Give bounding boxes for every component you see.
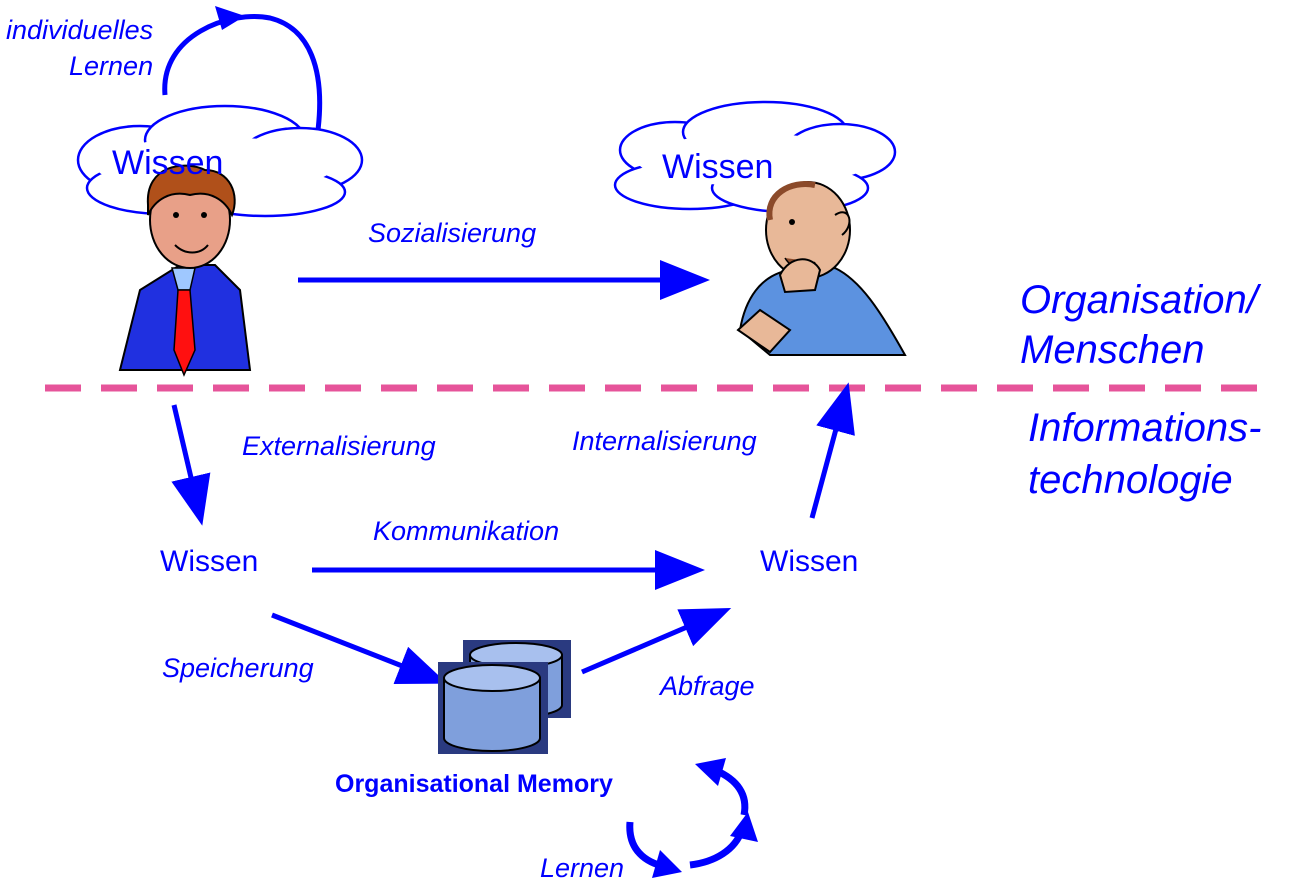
internalization-arrow — [809, 382, 855, 519]
thinking-man-icon — [736, 181, 907, 356]
memory-learning-arrow-1 — [626, 821, 664, 870]
cloud-right-label: Wissen — [662, 148, 774, 186]
query-arrow — [581, 608, 732, 675]
externalization-label: Externalisierung — [242, 431, 436, 461]
businessman-icon — [118, 164, 252, 377]
database-icon — [438, 640, 571, 754]
storage-arrow — [271, 612, 448, 685]
organisational-memory-label: Organisational Memory — [335, 770, 613, 798]
knowledge-left-label: Wissen — [160, 545, 259, 578]
organisation-people-label: Organisation/ Menschen — [1020, 278, 1258, 372]
socialization-label: Sozialisierung — [368, 218, 537, 248]
externalization-arrow — [171, 404, 211, 526]
knowledge-right-label: Wissen — [760, 545, 859, 578]
internalization-label: Internalisierung — [572, 426, 757, 456]
communication-label: Kommunikation — [373, 516, 560, 546]
cloud-left-label: Wissen — [112, 144, 224, 182]
learning-label: Lernen — [540, 853, 625, 883]
information-technology-label: Informations- technologie — [1028, 406, 1262, 502]
storage-label: Speicherung — [162, 653, 314, 683]
query-label: Abfrage — [660, 671, 755, 701]
individual-learning-label: individuelles Lernen — [6, 15, 154, 81]
individual-learning-arrow — [162, 14, 323, 131]
